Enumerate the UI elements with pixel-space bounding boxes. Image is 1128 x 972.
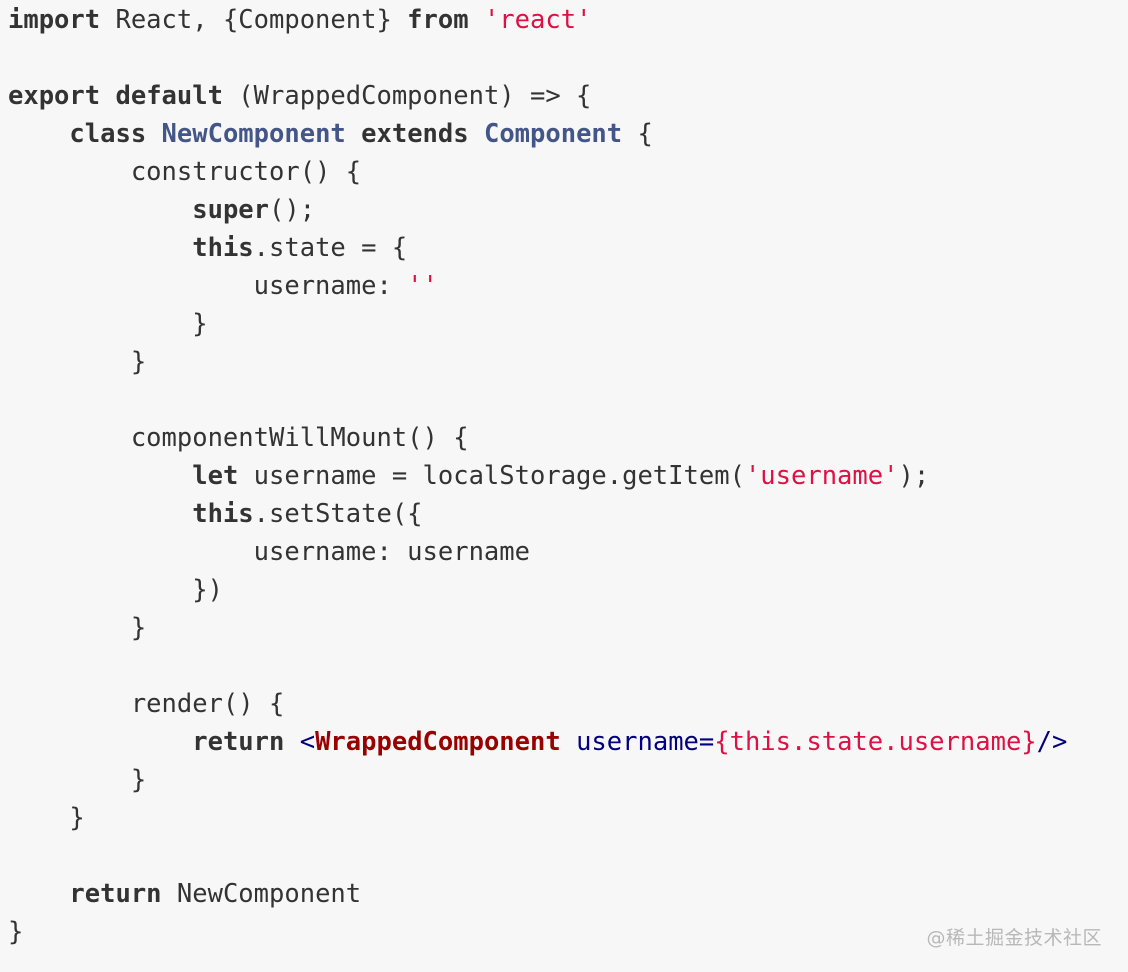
code-token: NewComponent [161,879,362,909]
code-line: componentWillMount() { [8,419,1128,457]
code-token: (); [269,195,316,225]
code-token [346,119,361,149]
code-line: this.setState({ [8,495,1128,533]
code-token: .setState({ [253,499,423,529]
code-token: constructor() { [8,157,362,187]
code-token: import [8,5,101,35]
code-token: NewComponent [161,119,346,149]
code-token: Component [483,119,623,149]
code-token: let [192,461,239,491]
code-token: .state = { [253,233,408,263]
code-token: super [192,195,269,225]
code-token [100,81,115,111]
code-token: } [8,917,24,947]
code-token: /> [1036,727,1068,757]
code-line: return <WrappedComponent username={this.… [8,723,1128,761]
code-line: ​ [8,647,1128,685]
code-token [561,727,576,757]
code-token: } [8,309,208,339]
code-line: } [8,609,1128,647]
code-token: (WrappedComponent) => { [222,81,592,111]
code-token: { [622,119,653,149]
code-line: export default (WrappedComponent) => { [8,77,1128,115]
code-line: username: username [8,533,1128,571]
code-token: username: [8,271,408,301]
code-token: } [8,765,147,795]
code-line: import React, {Component} from 'react' [8,1,1128,39]
code-line: } [8,761,1128,799]
code-line: this.state = { [8,229,1128,267]
code-line: ​ [8,39,1128,77]
code-token: export [8,81,101,111]
code-line: } [8,913,1128,951]
code-token [8,119,69,149]
code-token: < [299,727,316,757]
code-line: } [8,799,1128,837]
code-line: let username = localStorage.getItem('use… [8,457,1128,495]
code-token: } [8,613,147,643]
code-token: ); [898,461,930,491]
code-block: import React, {Component} from 'react'​e… [8,0,1128,951]
code-line: class NewComponent extends Component { [8,115,1128,153]
code-token: default [115,81,223,111]
code-token [8,727,192,757]
code-token: WrappedComponent [315,727,561,757]
code-token: {this.state.username} [714,727,1037,757]
code-token: 'username' [744,461,899,491]
code-token: render() { [8,689,285,719]
code-token: extends [361,119,469,149]
code-line: } [8,305,1128,343]
code-token [8,499,192,529]
code-token [469,119,484,149]
code-line: return NewComponent [8,875,1128,913]
code-token [146,119,161,149]
code-token: '' [407,271,438,301]
code-token: } [8,803,85,833]
code-token: username: username [8,537,530,567]
code-line: super(); [8,191,1128,229]
watermark: @稀土掘金技术社区 [926,927,1102,949]
code-line: username: '' [8,267,1128,305]
code-token [8,195,192,225]
code-token [8,879,69,909]
code-token: React, {Component} [100,5,408,35]
code-token: username= [576,727,715,757]
code-token: username = localStorage.getItem( [238,461,745,491]
code-token [469,5,484,35]
code-token: class [69,119,147,149]
code-line: render() { [8,685,1128,723]
code-token: } [8,347,147,377]
code-token: return [69,879,162,909]
code-token: componentWillMount() { [8,423,469,453]
code-line: }) [8,571,1128,609]
code-token: from [407,5,469,35]
code-line: ​ [8,837,1128,875]
code-token: this [192,499,254,529]
code-token: 'react' [483,5,592,35]
code-line: constructor() { [8,153,1128,191]
code-token [8,461,192,491]
code-line: } [8,343,1128,381]
code-token [8,233,192,263]
code-token: return [192,727,285,757]
code-token: this [192,233,254,263]
code-token: }) [8,575,223,605]
code-token [284,727,299,757]
code-line: ​ [8,381,1128,419]
